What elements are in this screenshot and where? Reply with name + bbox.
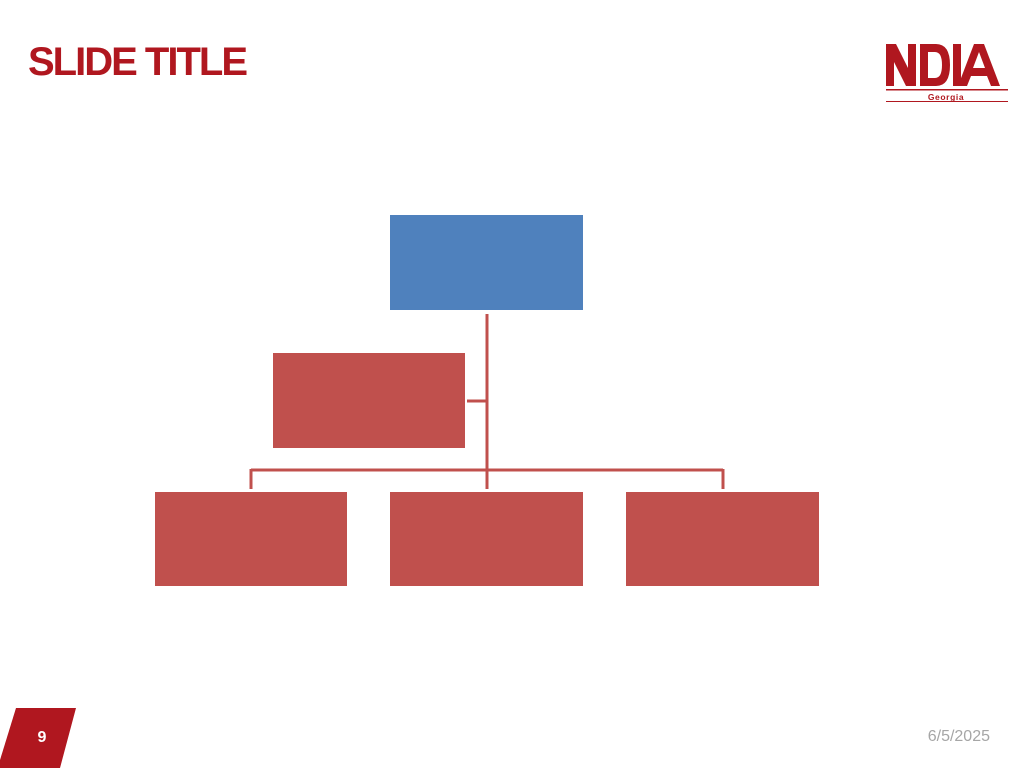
page-number-badge: [0, 708, 76, 768]
svg-text:Georgia: Georgia: [928, 92, 964, 102]
page-number: 9: [37, 729, 47, 746]
ndia-georgia-logo: Georgia: [880, 40, 1012, 106]
slide-date: 6/5/2025: [927, 728, 990, 745]
org-node-subordinate-1[interactable]: [155, 492, 347, 586]
org-chart-connectors: [249, 314, 725, 489]
org-node-assistant[interactable]: [273, 353, 465, 448]
org-node-top[interactable]: [390, 215, 583, 310]
slide-title: SLIDE TITLE: [28, 40, 248, 84]
org-node-subordinate-3[interactable]: [626, 492, 819, 586]
org-node-subordinate-2[interactable]: [390, 492, 583, 586]
